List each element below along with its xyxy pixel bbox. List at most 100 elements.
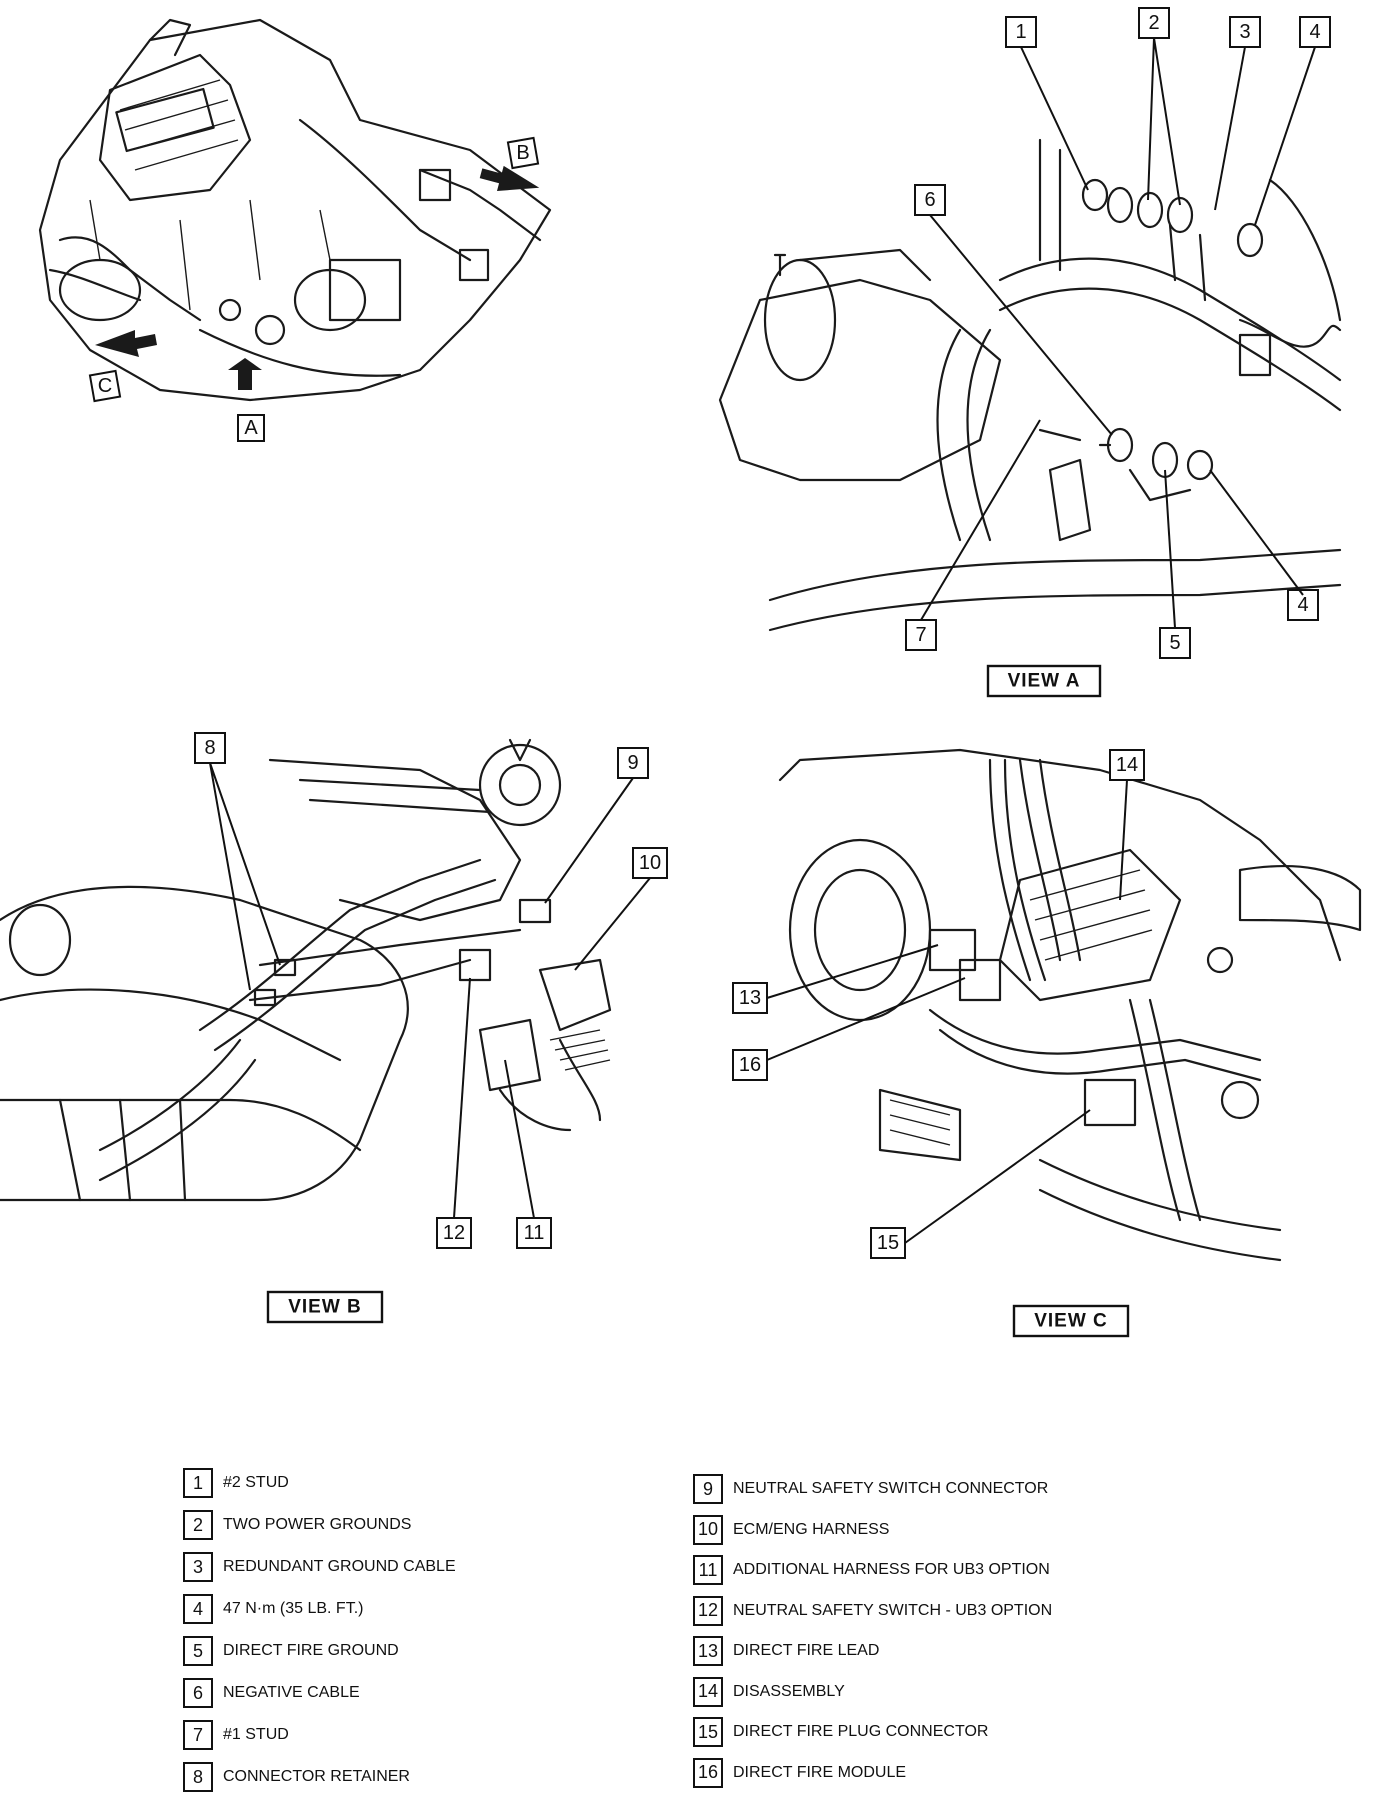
svg-text:7: 7 — [915, 624, 926, 646]
overview-label-b: B — [506, 136, 540, 170]
view-a-callout-4-top: 4 — [1299, 16, 1331, 48]
legend-description: NEUTRAL SAFETY SWITCH - UB3 OPTION — [733, 1601, 1053, 1619]
view-a-callout-7: 7 — [905, 619, 937, 651]
overview-label-c: C — [88, 369, 122, 403]
legend-description: DISASSEMBLY — [733, 1682, 845, 1700]
view-c-callout-16: 16 — [732, 1049, 768, 1081]
legend-description: DIRECT FIRE GROUND — [223, 1642, 399, 1659]
svg-text:VIEW A: VIEW A — [1008, 671, 1081, 692]
legend-number: 8 — [183, 1762, 213, 1792]
view-c-callout-13: 13 — [732, 982, 768, 1014]
legend-item-9: 9 NEUTRAL SAFETY SWITCH CONNECTOR — [693, 1472, 1048, 1506]
view-b-callout-11: 11 — [516, 1217, 552, 1249]
svg-text:4: 4 — [1309, 21, 1320, 43]
legend-number: 3 — [183, 1552, 213, 1582]
svg-text:VIEW C: VIEW C — [1034, 1311, 1108, 1332]
svg-text:5: 5 — [1169, 632, 1180, 654]
legend-number: 15 — [693, 1717, 723, 1747]
legend-item-3: 3 REDUNDANT GROUND CABLE — [183, 1550, 456, 1584]
view-a-illustration — [718, 138, 1342, 632]
legend-description: #2 STUD — [223, 1474, 289, 1491]
svg-text:8: 8 — [204, 737, 215, 759]
legend-item-8: 8 CONNECTOR RETAINER — [183, 1760, 410, 1794]
legend-number: 11 — [693, 1555, 723, 1585]
engine-overview-illustration — [38, 18, 552, 402]
legend-item-13: 13 DIRECT FIRE LEAD — [693, 1634, 879, 1668]
view-c-caption: VIEW C — [1012, 1304, 1130, 1338]
svg-text:11: 11 — [524, 1222, 545, 1244]
legend-description: ECM/ENG HARNESS — [733, 1520, 890, 1538]
arrow-b — [479, 165, 540, 191]
svg-text:2: 2 — [1148, 12, 1159, 34]
svg-text:14: 14 — [1116, 754, 1138, 776]
svg-text:4: 4 — [1297, 594, 1308, 616]
legend-description: TWO POWER GROUNDS — [223, 1516, 412, 1533]
view-c-callout-14: 14 — [1109, 749, 1145, 781]
view-a-callout-6: 6 — [914, 184, 946, 216]
legend-item-12: 12 NEUTRAL SAFETY SWITCH - UB3 OPTION — [693, 1594, 1052, 1628]
legend-number: 10 — [693, 1514, 723, 1545]
view-a-callout-5: 5 — [1159, 627, 1191, 659]
svg-text:1: 1 — [1015, 21, 1026, 43]
svg-text:B: B — [516, 142, 529, 164]
legend-description: DIRECT FIRE MODULE — [733, 1763, 907, 1781]
svg-text:15: 15 — [877, 1232, 899, 1254]
svg-text:9: 9 — [627, 752, 638, 774]
legend-item-10: 10 ECM/ENG HARNESS — [693, 1513, 889, 1547]
legend-item-15: 15 DIRECT FIRE PLUG CONNECTOR — [693, 1715, 988, 1749]
svg-text:C: C — [98, 375, 112, 397]
view-b-callouts: 8 9 10 12 11 — [194, 732, 668, 1249]
legend-item-2: 2 TWO POWER GROUNDS — [183, 1508, 411, 1542]
legend-description: CONNECTOR RETAINER — [223, 1768, 410, 1785]
view-b-illustration — [0, 738, 612, 1202]
legend-item-5: 5 DIRECT FIRE GROUND — [183, 1634, 399, 1668]
legend-item-11: 11 ADDITIONAL HARNESS FOR UB3 OPTION — [693, 1553, 1050, 1587]
view-b-callout-8: 8 — [194, 732, 226, 764]
view-c-illustration — [778, 748, 1362, 1262]
view-b-callout-10: 10 — [632, 847, 668, 879]
overview-label-a: A — [237, 414, 265, 442]
legend-description: DIRECT FIRE PLUG CONNECTOR — [733, 1723, 989, 1740]
svg-text:16: 16 — [739, 1054, 761, 1076]
legend-item-14: 14 DISASSEMBLY — [693, 1675, 845, 1709]
svg-text:10: 10 — [639, 852, 661, 874]
arrow-c — [95, 330, 157, 357]
legend-number: 1 — [183, 1468, 213, 1498]
legend-description: NEUTRAL SAFETY SWITCH CONNECTOR — [733, 1480, 1049, 1497]
arrow-a — [228, 358, 262, 390]
legend-item-1: 1 #2 STUD — [183, 1466, 289, 1500]
view-b-callout-9: 9 — [617, 747, 649, 779]
legend-number: 9 — [693, 1474, 723, 1504]
legend-description: REDUNDANT GROUND CABLE — [223, 1558, 456, 1575]
legend-number: 5 — [183, 1636, 213, 1666]
legend-description: #1 STUD — [223, 1726, 289, 1743]
view-b-callout-12: 12 — [436, 1217, 472, 1249]
legend-item-6: 6 NEGATIVE CABLE — [183, 1676, 360, 1710]
svg-text:A: A — [244, 417, 258, 439]
view-a-callouts: 1 2 3 4 6 7 5 4 — [905, 7, 1331, 659]
view-a-callout-1: 1 — [1005, 16, 1037, 48]
legend-number: 6 — [183, 1678, 213, 1708]
view-a-caption: VIEW A — [986, 664, 1102, 698]
svg-text:12: 12 — [443, 1222, 465, 1244]
svg-text:3: 3 — [1239, 21, 1250, 43]
legend-description: ADDITIONAL HARNESS FOR UB3 OPTION — [733, 1561, 1050, 1578]
svg-text:VIEW B: VIEW B — [288, 1297, 362, 1318]
view-c-callouts: 14 13 16 15 — [732, 749, 1145, 1259]
legend-description: DIRECT FIRE LEAD — [733, 1642, 880, 1659]
legend-number: 2 — [183, 1510, 213, 1540]
view-c-callout-15: 15 — [870, 1227, 906, 1259]
svg-text:6: 6 — [924, 189, 935, 211]
svg-text:13: 13 — [739, 987, 761, 1009]
view-b-caption: VIEW B — [266, 1290, 384, 1324]
view-a-callout-2: 2 — [1138, 7, 1170, 39]
view-a-callout-3: 3 — [1229, 16, 1261, 48]
legend-number: 14 — [693, 1676, 723, 1707]
legend-number: 12 — [693, 1595, 723, 1626]
legend-number: 13 — [693, 1636, 723, 1666]
legend-item-7: 7#1 STUD — [183, 1718, 289, 1752]
legend-description: NEGATIVE CABLE — [223, 1684, 360, 1701]
